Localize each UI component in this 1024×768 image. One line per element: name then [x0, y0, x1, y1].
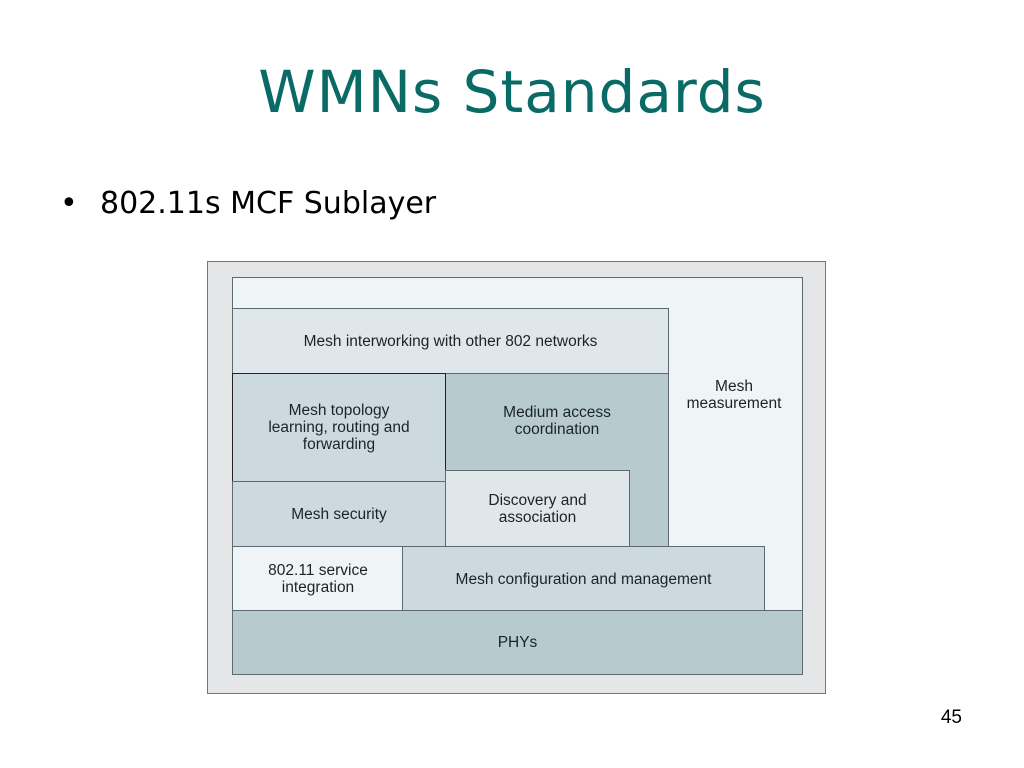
interworking-label: Mesh interworking with other 802 network… — [303, 332, 598, 350]
topology-block: Mesh topology learning, routing and forw… — [232, 373, 446, 482]
service-integration-block: 802.11 service integration — [232, 546, 404, 612]
security-block: Mesh security — [232, 481, 446, 548]
topology-line-1: Mesh topology — [288, 402, 390, 419]
phys-block: PHYs — [232, 610, 803, 675]
configuration-block: Mesh configuration and management — [402, 546, 765, 612]
medium-access-line-1: Medium access — [503, 404, 611, 421]
service-integration-line-1: 802.11 service — [268, 562, 368, 579]
measurement-line-2: measurement — [686, 395, 782, 412]
bullet-text: 802.11s MCF Sublayer — [100, 186, 437, 221]
measurement-line-1: Mesh — [715, 378, 753, 395]
topology-line-3: forwarding — [302, 436, 376, 453]
medium-access-leg — [629, 470, 669, 548]
service-integration-line-2: integration — [281, 579, 355, 596]
medium-access-block: Medium access coordination — [445, 373, 669, 472]
measurement-label: Mesh measurement — [672, 378, 796, 412]
slide-title: WMNs Standards — [258, 58, 766, 126]
interworking-block: Mesh interworking with other 802 network… — [232, 308, 669, 374]
discovery-block: Discovery and association — [445, 470, 630, 548]
bullet-dot-icon: • — [60, 186, 78, 221]
discovery-line-2: association — [498, 509, 577, 526]
phys-label: PHYs — [497, 634, 538, 651]
discovery-line-1: Discovery and — [488, 492, 587, 509]
medium-access-line-2: coordination — [514, 421, 600, 438]
security-label: Mesh security — [291, 506, 387, 523]
configuration-label: Mesh configuration and management — [455, 570, 712, 588]
bullet-item: • 802.11s MCF Sublayer — [60, 186, 436, 221]
topology-line-2: learning, routing and — [268, 419, 410, 436]
page-number: 45 — [940, 707, 962, 728]
